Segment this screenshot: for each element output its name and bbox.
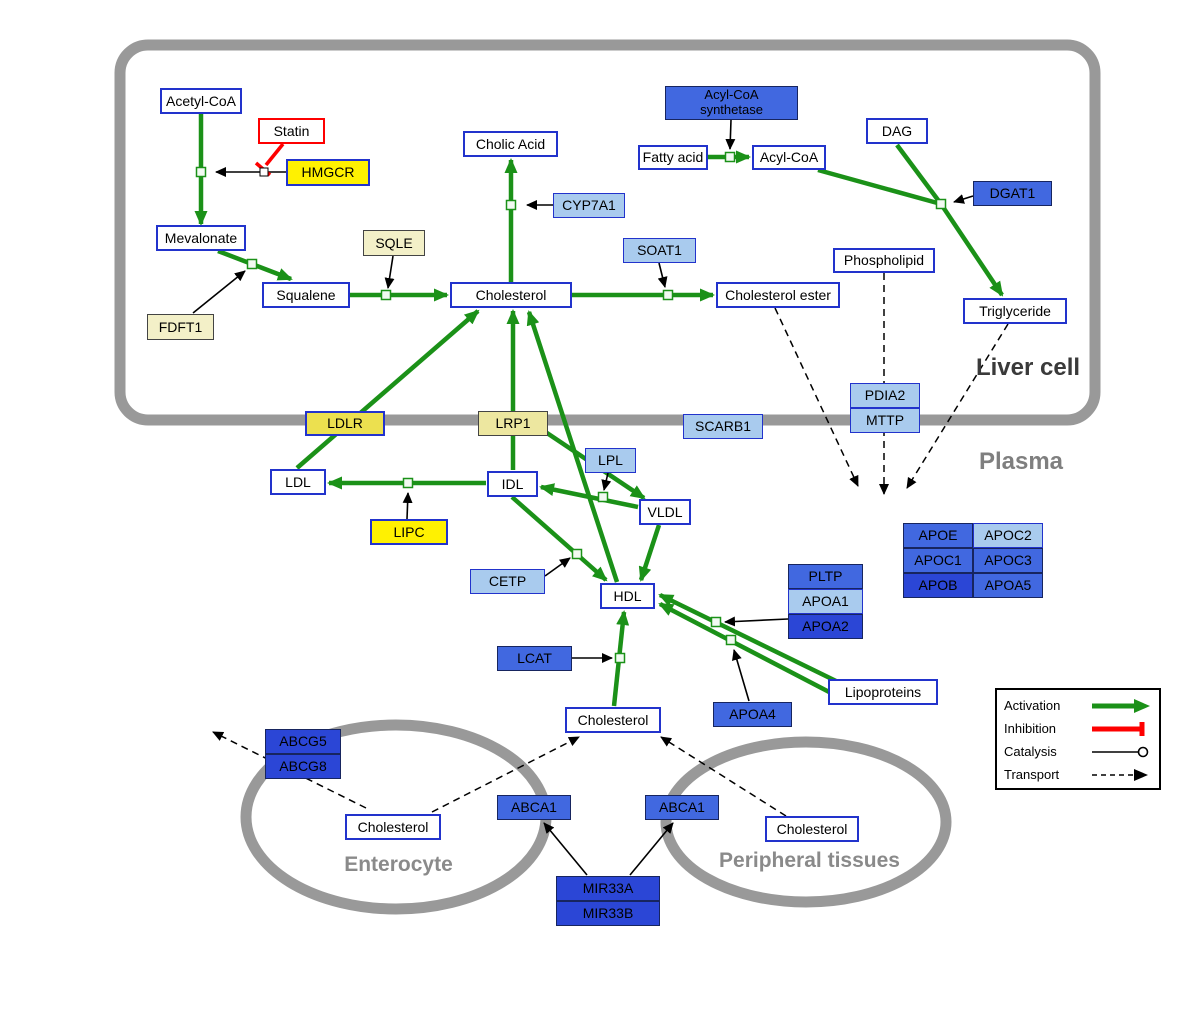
node-mir33b[interactable]: MIR33B xyxy=(556,901,660,926)
legend-catalysis-label: Catalysis xyxy=(1004,744,1057,759)
liver-cell-label: Liver cell xyxy=(975,354,1081,381)
node-dgat1[interactable]: DGAT1 xyxy=(973,181,1052,206)
node-lrp1[interactable]: LRP1 xyxy=(478,411,548,436)
node-mir33a[interactable]: MIR33A xyxy=(556,876,660,901)
node-apoc2[interactable]: APOC2 xyxy=(973,523,1043,548)
legend-row-inhibition: Inhibition xyxy=(997,717,1159,740)
enterocyte-label: Enterocyte xyxy=(344,853,453,876)
node-scarb1[interactable]: SCARB1 xyxy=(683,414,763,439)
node-hdl[interactable]: HDL xyxy=(600,583,655,609)
inhibition-tbar-symbol xyxy=(1092,721,1145,736)
node-apoa2[interactable]: APOA2 xyxy=(788,614,863,639)
node-ldlr[interactable]: LDLR xyxy=(305,411,385,436)
node-cholic-acid[interactable]: Cholic Acid xyxy=(463,131,558,157)
node-pltp[interactable]: PLTP xyxy=(788,564,863,589)
legend: Activation Inhibition Catalysis Transpor… xyxy=(995,688,1161,790)
node-hmgcr[interactable]: HMGCR xyxy=(286,159,370,186)
node-lpl[interactable]: LPL xyxy=(585,448,636,473)
node-idl[interactable]: IDL xyxy=(487,471,538,497)
node-cholesterol-ester[interactable]: Cholesterol ester xyxy=(716,282,840,308)
node-cholesterol-plasma[interactable]: Cholesterol xyxy=(565,707,661,733)
transport-dashed-arrow-symbol xyxy=(1092,768,1148,781)
node-apoa4[interactable]: APOA4 xyxy=(713,702,792,727)
legend-row-activation: Activation xyxy=(997,694,1159,717)
node-apoc3[interactable]: APOC3 xyxy=(973,548,1043,573)
node-phospholipid[interactable]: Phospholipid xyxy=(833,248,935,273)
node-cholesterol-peripheral[interactable]: Cholesterol xyxy=(765,816,859,842)
node-ldl[interactable]: LDL xyxy=(270,469,326,495)
node-soat1[interactable]: SOAT1 xyxy=(623,238,696,263)
legend-transport-label: Transport xyxy=(1004,767,1060,782)
node-lipoproteins[interactable]: Lipoproteins xyxy=(828,679,938,705)
catalysis-circle-symbol xyxy=(1092,746,1149,757)
node-pdia2[interactable]: PDIA2 xyxy=(850,383,920,408)
plasma-label: Plasma xyxy=(978,448,1064,475)
node-abcg5[interactable]: ABCG5 xyxy=(265,729,341,754)
node-apoe[interactable]: APOE xyxy=(903,523,973,548)
node-acyl-coa[interactable]: Acyl-CoA xyxy=(752,145,826,170)
legend-inhibition-label: Inhibition xyxy=(1004,721,1057,736)
node-acyl-coa-synthetase[interactable]: Acyl-CoA synthetase xyxy=(665,86,798,120)
node-mttp[interactable]: MTTP xyxy=(850,408,920,433)
node-fdft1[interactable]: FDFT1 xyxy=(147,314,214,340)
node-apoa5[interactable]: APOA5 xyxy=(973,573,1043,598)
node-cetp[interactable]: CETP xyxy=(470,569,545,594)
node-lipc[interactable]: LIPC xyxy=(370,519,448,545)
node-squalene[interactable]: Squalene xyxy=(262,282,350,308)
node-sqle[interactable]: SQLE xyxy=(363,230,425,256)
node-mevalonate[interactable]: Mevalonate xyxy=(156,225,246,251)
node-cholesterol-enterocyte[interactable]: Cholesterol xyxy=(345,814,441,840)
node-dag[interactable]: DAG xyxy=(866,118,928,144)
node-apob[interactable]: APOB xyxy=(903,573,973,598)
peripheral-tissues-label: Peripheral tissues xyxy=(719,849,900,872)
node-abca1-left[interactable]: ABCA1 xyxy=(497,795,571,820)
node-abca1-right[interactable]: ABCA1 xyxy=(645,795,719,820)
catalysis-edges xyxy=(192,119,974,876)
node-triglyceride[interactable]: Triglyceride xyxy=(963,298,1067,324)
node-statin[interactable]: Statin xyxy=(258,118,325,144)
legend-activation-label: Activation xyxy=(1004,698,1061,713)
node-fatty-acid[interactable]: Fatty acid xyxy=(638,145,708,170)
liver-cell-membrane xyxy=(114,39,1101,426)
inhibition-target-anchor xyxy=(259,167,269,177)
node-cholesterol-liver[interactable]: Cholesterol xyxy=(450,282,572,308)
peripheral-tissues-membrane xyxy=(660,736,952,908)
node-cyp7a1[interactable]: CYP7A1 xyxy=(553,193,625,218)
legend-row-transport: Transport xyxy=(997,763,1159,786)
legend-row-catalysis: Catalysis xyxy=(997,740,1159,763)
activation-arrow-symbol xyxy=(1092,698,1150,713)
node-apoc1[interactable]: APOC1 xyxy=(903,548,973,573)
node-lcat[interactable]: LCAT xyxy=(497,646,572,671)
node-apoa1[interactable]: APOA1 xyxy=(788,589,863,614)
reaction-anchors xyxy=(195,151,947,664)
node-abcg8[interactable]: ABCG8 xyxy=(265,754,341,779)
node-vldl[interactable]: VLDL xyxy=(639,499,691,525)
node-acetyl-coa[interactable]: Acetyl-CoA xyxy=(160,88,242,114)
